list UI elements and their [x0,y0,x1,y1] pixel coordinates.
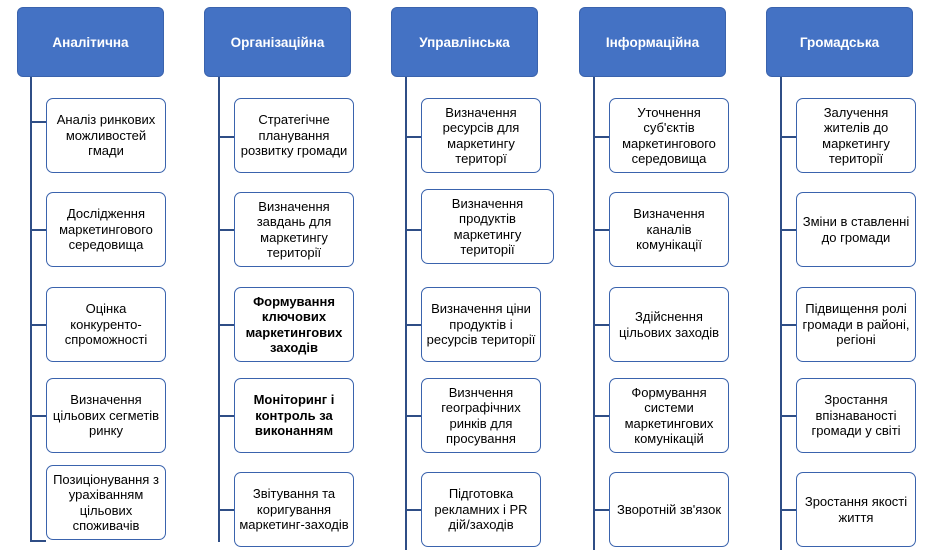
header-organizational: Організаційна [204,7,351,77]
header-public: Громадська [766,7,913,77]
connector-branch [30,540,46,542]
public-item-1: Залучення жителів до маркетингу територі… [796,98,916,173]
analytical-item-3: Оцінка конкуренто-спроможності [46,287,166,362]
connector-branch [780,415,796,417]
informational-item-1: Уточнення суб'єктів маркетингового серед… [609,98,729,173]
public-item-2: Зміни в ставленні до громади [796,192,916,267]
header-informational: Інформаційна [579,7,726,77]
connector-branch [218,324,234,326]
connector-branch [593,415,609,417]
connector-trunk-informational [593,77,595,550]
connector-branch [593,509,609,511]
analytical-item-1: Аналіз ринкових можливостей гмади [46,98,166,173]
connector-branch [780,324,796,326]
connector-trunk-analytical [30,77,32,542]
informational-item-5: Зворотній зв'язок [609,472,729,547]
analytical-item-2: Дослідження маркетингового середовища [46,192,166,267]
organizational-item-1: Стратегічне планування розвитку громади [234,98,354,173]
public-item-3: Підвищення ролі громади в районі, регіон… [796,287,916,362]
managerial-item-4: Визнчення географічних ринків для просув… [421,378,541,453]
analytical-item-5: Позиціонування з ураxіванням цільових сп… [46,465,166,540]
connector-branch [30,324,46,326]
connector-branch [593,229,609,231]
informational-item-3: Здійснення цільових заходів [609,287,729,362]
organizational-item-5: Звітування та коригування маркетинг-захо… [234,472,354,547]
connector-branch [218,136,234,138]
connector-branch [218,229,234,231]
connector-branch [218,509,234,511]
connector-branch [780,229,796,231]
organizational-item-2: Визначення завдань для маркетингу терито… [234,192,354,267]
connector-branch [405,229,421,231]
connector-trunk-managerial [405,77,407,550]
analytical-item-4: Визначення цільових сегметів ринку [46,378,166,453]
public-item-5: Зростання якості життя [796,472,916,547]
public-item-4: Зростання впізнаваності громади у світі [796,378,916,453]
organizational-item-3: Формування ключових маркетингових заході… [234,287,354,362]
connector-branch [405,415,421,417]
managerial-item-3: Визначення ціни продуктів і ресурсів тер… [421,287,541,362]
header-analytical: Аналітична [17,7,164,77]
connector-branch [405,324,421,326]
connector-trunk-organizational [218,77,220,542]
connector-branch [780,509,796,511]
informational-item-4: Формування системи маркетингових комунік… [609,378,729,453]
connector-branch [405,509,421,511]
header-managerial: Управлінська [391,7,538,77]
connector-branch [593,324,609,326]
informational-item-2: Визначення каналів комунікації [609,192,729,267]
organizational-item-4: Моніторинг і контроль за виконанням [234,378,354,453]
connector-trunk-public [780,77,782,550]
managerial-item-2: Визначення продуктів маркетингу територі… [421,189,554,264]
connector-branch [30,415,46,417]
connector-branch [218,415,234,417]
managerial-item-1: Визначення ресурсів для маркетингу терит… [421,98,541,173]
connector-branch [30,229,46,231]
connector-branch [593,136,609,138]
connector-branch [405,136,421,138]
connector-branch [780,136,796,138]
managerial-item-5: Підготовка рекламних і PR дій/заходів [421,472,541,547]
connector-branch [30,121,46,123]
